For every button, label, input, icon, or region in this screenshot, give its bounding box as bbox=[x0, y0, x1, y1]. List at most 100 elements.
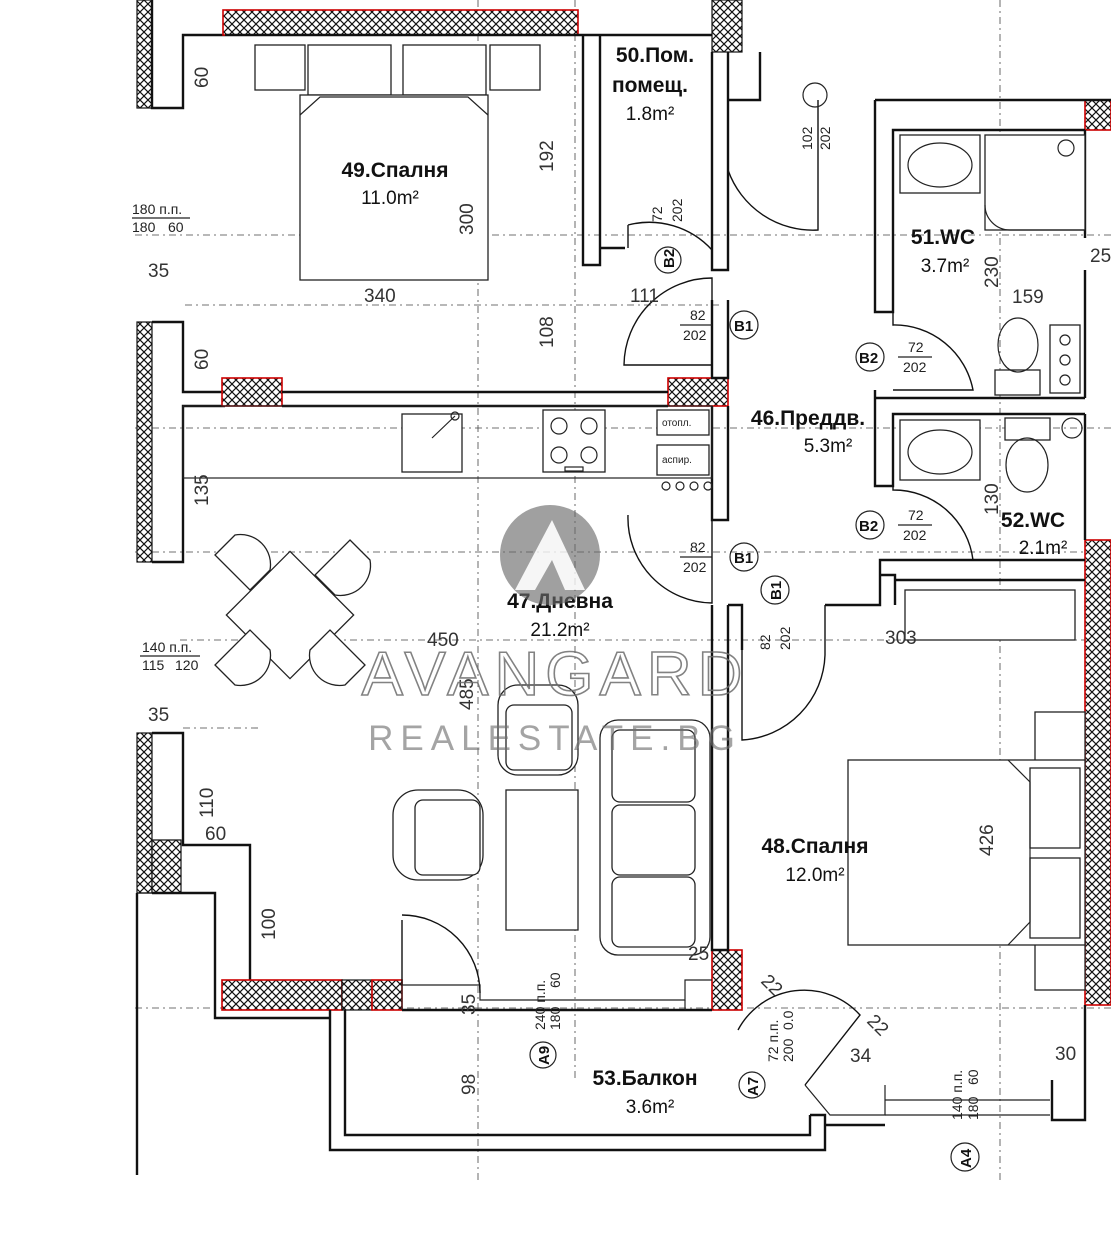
svg-text:202: 202 bbox=[777, 626, 793, 650]
room-47-area: 21.2m² bbox=[530, 620, 589, 641]
room-48-name: 48.Спалня bbox=[762, 835, 869, 858]
svg-text:202: 202 bbox=[903, 527, 927, 543]
dim-34: 34 bbox=[850, 1046, 872, 1067]
dim-100: 100 bbox=[259, 908, 280, 940]
dim-111: 111 bbox=[630, 286, 659, 307]
dim-135: 135 bbox=[192, 474, 213, 506]
svg-text:202: 202 bbox=[683, 327, 707, 343]
room-49-area: 11.0m² bbox=[361, 188, 419, 209]
svg-text:115: 115 bbox=[142, 657, 165, 673]
dim-300: 300 bbox=[457, 203, 478, 235]
room-51-name: 51.WC bbox=[911, 226, 975, 249]
watermark-site: REALESTATE.BG bbox=[368, 719, 742, 758]
dim-30: 30 bbox=[1055, 1044, 1076, 1065]
dim-98: 98 bbox=[459, 1074, 480, 1095]
watermark-logo: AVANGARD REALESTATE.BG bbox=[361, 505, 749, 758]
dim-426: 426 bbox=[977, 824, 998, 856]
living-furniture bbox=[392, 684, 711, 956]
dim-110: 110 bbox=[197, 788, 218, 818]
dim-340: 340 bbox=[364, 286, 396, 307]
room-52-area: 2.1m² bbox=[1019, 538, 1068, 559]
svg-text:180: 180 bbox=[965, 1096, 981, 1120]
svg-text:102: 102 bbox=[799, 126, 815, 150]
svg-text:72 п.п.: 72 п.п. bbox=[765, 1020, 781, 1062]
svg-text:A7: A7 bbox=[745, 1077, 762, 1096]
svg-text:A9: A9 bbox=[536, 1046, 553, 1065]
room-49-name: 49.Спалня bbox=[342, 159, 449, 182]
svg-text:B2: B2 bbox=[661, 249, 678, 268]
dim-35-b: 35 bbox=[148, 705, 169, 726]
bed-room49 bbox=[254, 44, 541, 281]
svg-text:72: 72 bbox=[908, 339, 924, 355]
svg-text:202: 202 bbox=[817, 126, 833, 150]
exterior-walls bbox=[135, 0, 1111, 1175]
room-52-name: 52.WC bbox=[1001, 509, 1065, 532]
svg-text:202: 202 bbox=[669, 198, 685, 222]
svg-text:72: 72 bbox=[649, 206, 665, 222]
dim-35-a: 35 bbox=[148, 261, 169, 282]
window-notes: 180 п.п. 180 60 140 п.п. 115 120 240 п.п… bbox=[132, 201, 981, 1120]
room-50-name-2: помещ. bbox=[612, 74, 688, 97]
kitchen-hood-label: аспир. bbox=[662, 455, 692, 466]
svg-text:B1: B1 bbox=[734, 318, 753, 335]
svg-text:180: 180 bbox=[132, 219, 156, 235]
svg-text:82: 82 bbox=[690, 539, 706, 555]
room-50-area: 1.8m² bbox=[626, 104, 675, 125]
dim-159: 159 bbox=[1012, 287, 1044, 308]
dim-60-mid: 60 bbox=[192, 349, 213, 370]
room-labels: 49.Спалня 11.0m² 50.Пом. помещ. 1.8m² 51… bbox=[342, 44, 1068, 1118]
svg-text:180 п.п.: 180 п.п. bbox=[132, 201, 182, 217]
interior-walls bbox=[581, 35, 1111, 1122]
svg-text:200: 200 bbox=[780, 1038, 796, 1062]
room-53-name: 53.Балкон bbox=[592, 1067, 697, 1090]
door-tags: B2 72 202 B1 82 202 B1 82 202 B1 82 202 … bbox=[529, 82, 980, 1172]
balcony-outline bbox=[328, 979, 1050, 1152]
kitchen-heating-label: отопл. bbox=[662, 418, 691, 429]
room-50-name: 50.Пом. bbox=[616, 44, 694, 67]
svg-text:120: 120 bbox=[175, 657, 199, 673]
dim-25-right: 25 bbox=[1090, 246, 1111, 267]
dim-22-b: 22 bbox=[862, 1011, 892, 1041]
dim-450: 450 bbox=[427, 630, 459, 651]
svg-text:140 п.п.: 140 п.п. bbox=[949, 1070, 965, 1120]
bathroom-fixtures bbox=[899, 134, 1086, 493]
svg-text:72: 72 bbox=[908, 507, 924, 523]
dim-230: 230 bbox=[982, 256, 1003, 288]
svg-text:B1: B1 bbox=[768, 581, 785, 600]
room-51-area: 3.7m² bbox=[921, 256, 970, 277]
dim-485: 485 bbox=[457, 678, 478, 710]
room-46-area: 5.3m² bbox=[804, 436, 853, 457]
svg-text:B2: B2 bbox=[859, 350, 878, 367]
svg-text:0.0: 0.0 bbox=[780, 1010, 796, 1030]
dim-192: 192 bbox=[537, 140, 558, 172]
door-swings bbox=[401, 100, 974, 1086]
svg-text:82: 82 bbox=[690, 307, 706, 323]
dim-22-a: 22 bbox=[756, 971, 786, 1001]
dimension-labels: 60 192 300 35 340 111 108 60 135 450 485… bbox=[148, 67, 1111, 1095]
dim-108: 108 bbox=[537, 316, 558, 348]
dim-35-c: 35 bbox=[459, 994, 480, 1015]
svg-text:202: 202 bbox=[903, 359, 927, 375]
svg-text:60: 60 bbox=[168, 219, 184, 235]
dim-25: 25 bbox=[688, 944, 709, 965]
svg-text:240 п.п.: 240 п.п. bbox=[532, 980, 548, 1030]
svg-text:180: 180 bbox=[547, 1006, 563, 1030]
dim-303: 303 bbox=[885, 628, 917, 649]
dim-60-low: 60 bbox=[205, 824, 226, 845]
svg-text:60: 60 bbox=[965, 1069, 981, 1085]
dim-130: 130 bbox=[982, 483, 1003, 515]
room-48-area: 12.0m² bbox=[785, 865, 844, 886]
svg-text:82: 82 bbox=[757, 634, 773, 650]
svg-text:B1: B1 bbox=[734, 550, 753, 567]
room-53-area: 3.6m² bbox=[626, 1097, 675, 1118]
bed-room48 bbox=[847, 589, 1086, 991]
watermark-brand: AVANGARD bbox=[362, 640, 749, 709]
svg-text:B2: B2 bbox=[859, 518, 878, 535]
svg-text:202: 202 bbox=[683, 559, 707, 575]
dining-table bbox=[214, 533, 372, 687]
dim-60-top: 60 bbox=[192, 67, 213, 88]
svg-text:A4: A4 bbox=[958, 1148, 975, 1168]
kitchen-counter: отопл. аспир. bbox=[182, 405, 713, 491]
svg-text:60: 60 bbox=[547, 972, 563, 988]
